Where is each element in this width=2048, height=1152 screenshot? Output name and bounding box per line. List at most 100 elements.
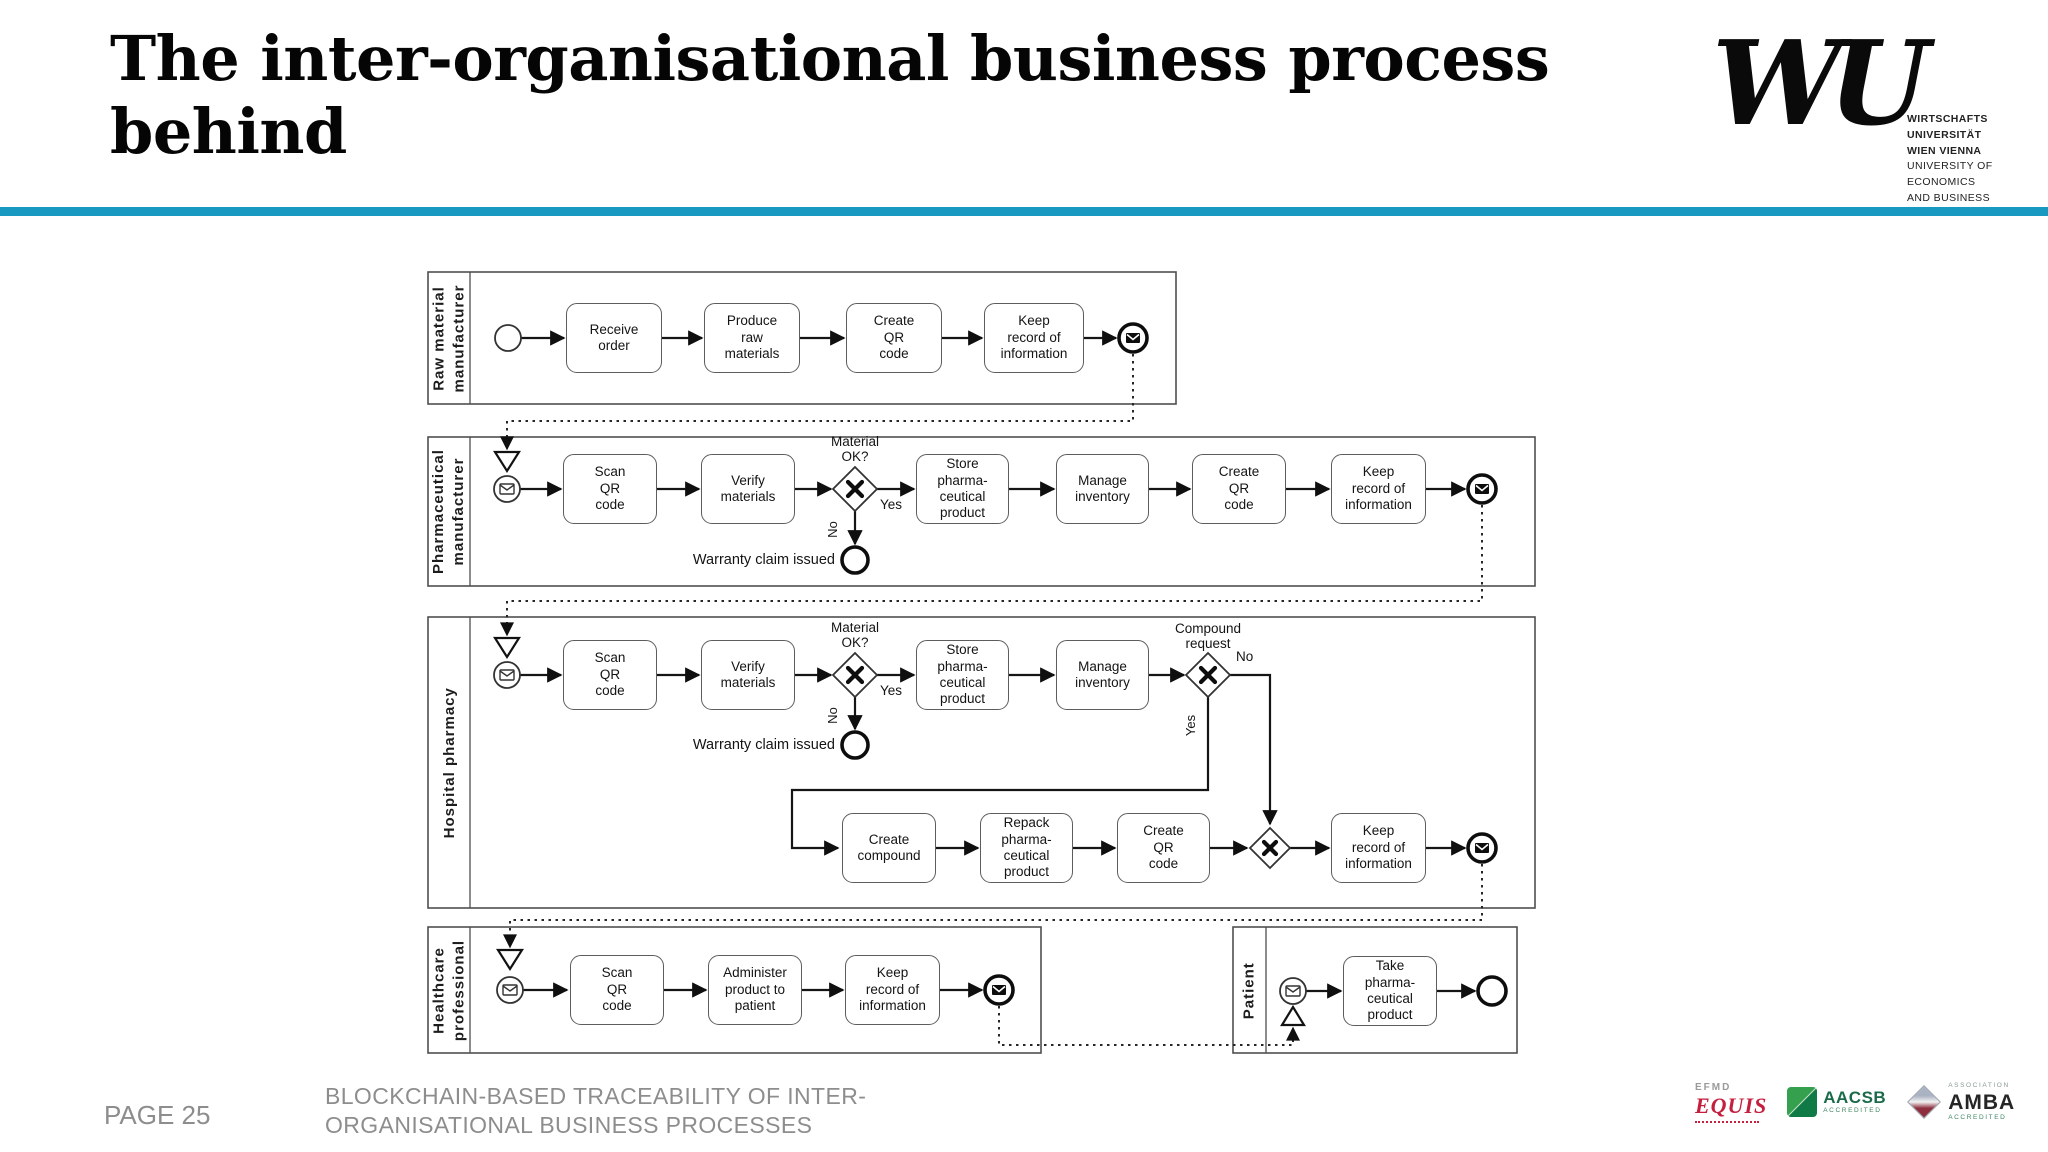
envelope-flap [1285,986,1301,993]
message-flow [503,864,1483,949]
envelope-flap [502,985,518,992]
amba-diamond-icon [1907,1085,1942,1119]
envelope-icon [1475,484,1489,494]
message-flows [500,354,1483,1046]
envelope-flap [1475,484,1489,492]
message-end-event [1466,473,1498,505]
flow-label-no: No [824,521,840,538]
task-scan-qr-code: Scan QR code [563,454,657,524]
lane-pharma-manufacturer-box [427,436,1536,587]
task-administer-product: Administer product to patient [708,955,802,1025]
flow-label-yes: Yes [880,497,903,512]
aacsb-logo: AACSB ACCREDITED [1787,1087,1886,1117]
task-manage-inventory: Manage inventory [1056,454,1149,524]
message-end-event [983,974,1015,1006]
envelope-icon [499,483,515,495]
lane-hospital-pharmacy-box [427,616,1536,909]
task-keep-record: Keep record of information [1331,813,1426,883]
accent-rule [0,207,2048,216]
task-create-qr-code: Create QR code [846,303,942,373]
equis-logo: EFMD EQUIS [1695,1082,1767,1123]
accreditation-logos: EFMD EQUIS AACSB ACCREDITED ASSOCIATION … [1695,1066,2045,1138]
message-end-event [1117,322,1149,354]
amba-logo: ASSOCIATION AMBA ACCREDITED [1906,1082,2016,1121]
footer-deck-title: BLOCKCHAIN-BASED TRACEABILITY OF INTER- … [325,1083,867,1139]
amba-label: AMBA [1948,1090,2016,1114]
page-number: PAGE 25 [104,1100,211,1130]
end-event [1476,975,1508,1007]
gateway-label-material-ok: Material OK? [830,620,879,651]
lane-label-pharma-manufacturer: Pharmaceutical manufacturer [430,449,467,574]
gateway-x-mark [1198,665,1218,685]
amba-association-label: ASSOCIATION [1948,1082,2010,1089]
envelope-icon [499,669,515,681]
task-scan-qr-code: Scan QR code [570,955,664,1025]
sequence-flow-no [1230,673,1278,826]
flow-label-no: No [824,707,840,724]
aacsb-accredited-label: ACCREDITED [1823,1107,1882,1115]
xor-gateway-compound-request [1184,651,1232,699]
end-event-warranty [840,730,870,760]
gateway-label-material-ok: Material OK? [830,434,879,465]
task-store-pharma-product: Store pharma- ceutical product [916,454,1009,524]
amba-accredited-label: ACCREDITED [1948,1113,2007,1121]
envelope-flap [992,985,1006,993]
task-scan-qr-code: Scan QR code [563,640,657,710]
flow-label-no: No [1236,649,1254,664]
task-create-qr-code: Create QR code [1117,813,1210,883]
task-verify-materials: Verify materials [701,640,795,710]
gateway-x-mark [1261,839,1279,857]
aacsb-label: AACSB [1823,1088,1887,1108]
task-receive-order: Receive order [566,303,662,373]
message-flow [500,505,1483,637]
equis-underline [1695,1120,1759,1123]
lane-patient-box [1232,926,1518,1054]
link-triangle-icon [493,450,521,474]
wu-monogram: WU [1712,16,1929,152]
task-create-qr-code: Create QR code [1192,454,1286,524]
swimlanes [427,271,1536,1054]
message-start-event [496,976,524,1004]
aacsb-square-icon [1787,1087,1818,1117]
envelope-icon [1126,333,1140,343]
link-triangle-icon [1280,1004,1306,1027]
wu-logo-text-regular: UNIVERSITY OF ECONOMICS AND BUSINESS [1907,160,1993,204]
events [493,322,1508,1007]
task-store-pharma-product: Store pharma- ceutical product [916,640,1009,710]
lane-label-healthcare-professional: Healthcare professional [430,939,468,1042]
link-triangle-icon [493,636,521,660]
lane-healthcare-professional-box [427,926,1042,1054]
gateways [831,465,1292,870]
message-start-event [493,475,521,503]
envelope-flap [1475,843,1489,851]
page-title: The inter-organisational business proces… [110,22,1550,169]
task-repack-pharma-product: Repack pharma- ceutical product [980,813,1073,883]
task-keep-record: Keep record of information [845,955,940,1025]
lane-label-hospital-pharmacy: Hospital pharmacy [440,687,458,839]
envelope-flap [499,670,515,677]
task-keep-record: Keep record of information [1331,454,1426,524]
event-label-warranty: Warranty claim issued [692,552,835,568]
lane-raw-material-box [427,271,1177,405]
gateway-x-mark [845,665,865,685]
task-produce-raw-materials: Produce raw materials [704,303,800,373]
xor-gateway-material-ok [831,465,879,513]
wu-logo-text-bold: WIRTSCHAFTS UNIVERSITÄT WIEN VIENNA [1907,113,1988,157]
end-event-warranty [840,545,870,575]
sequence-flow-yes [790,697,1210,856]
message-flow [500,354,1134,451]
sequence-flows [520,330,1477,999]
lane-label-patient: Patient [1240,962,1258,1020]
equis-label: EQUIS [1695,1092,1768,1118]
flow-label-yes: Yes [880,683,903,698]
link-triangle-icon [496,948,524,972]
gateway-label-compound-request: Compound request [1174,621,1242,652]
xor-gateway-material-ok [831,651,879,699]
start-event [494,324,522,352]
lane-label-raw-material: Raw material manufacturer [430,284,468,393]
message-start-event [1279,977,1307,1005]
task-keep-record: Keep record of information [984,303,1084,373]
efmd-label: EFMD [1695,1081,1732,1093]
flow-label-yes: Yes [1183,714,1199,737]
